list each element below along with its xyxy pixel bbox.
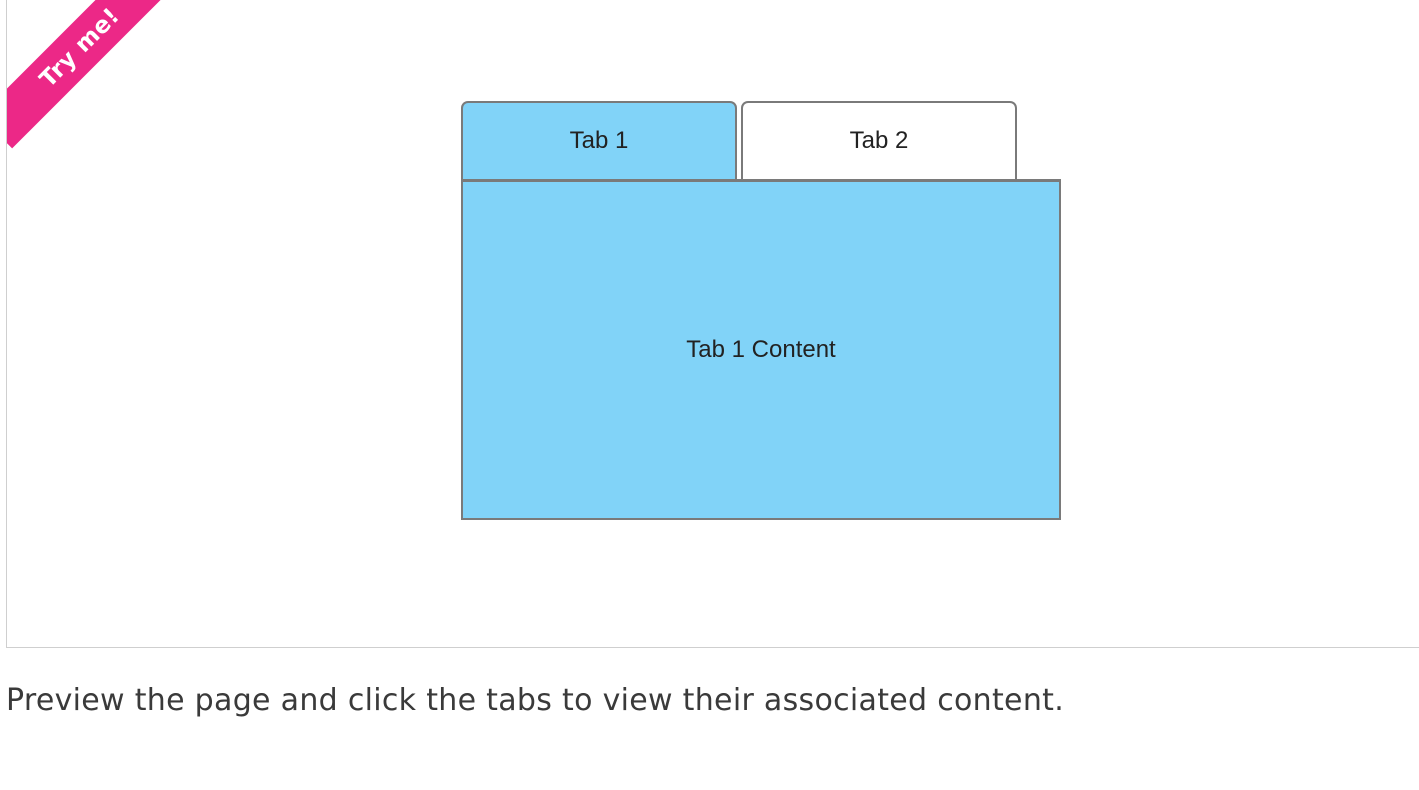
tab-2[interactable]: Tab 2: [741, 101, 1017, 179]
try-me-ribbon: Try me!: [7, 0, 181, 149]
tab-content-panel: Tab 1 Content: [461, 179, 1061, 520]
tab-content-text: Tab 1 Content: [686, 336, 836, 363]
instruction-text: Preview the page and click the tabs to v…: [6, 683, 1065, 718]
tab-1[interactable]: Tab 1: [461, 101, 737, 179]
